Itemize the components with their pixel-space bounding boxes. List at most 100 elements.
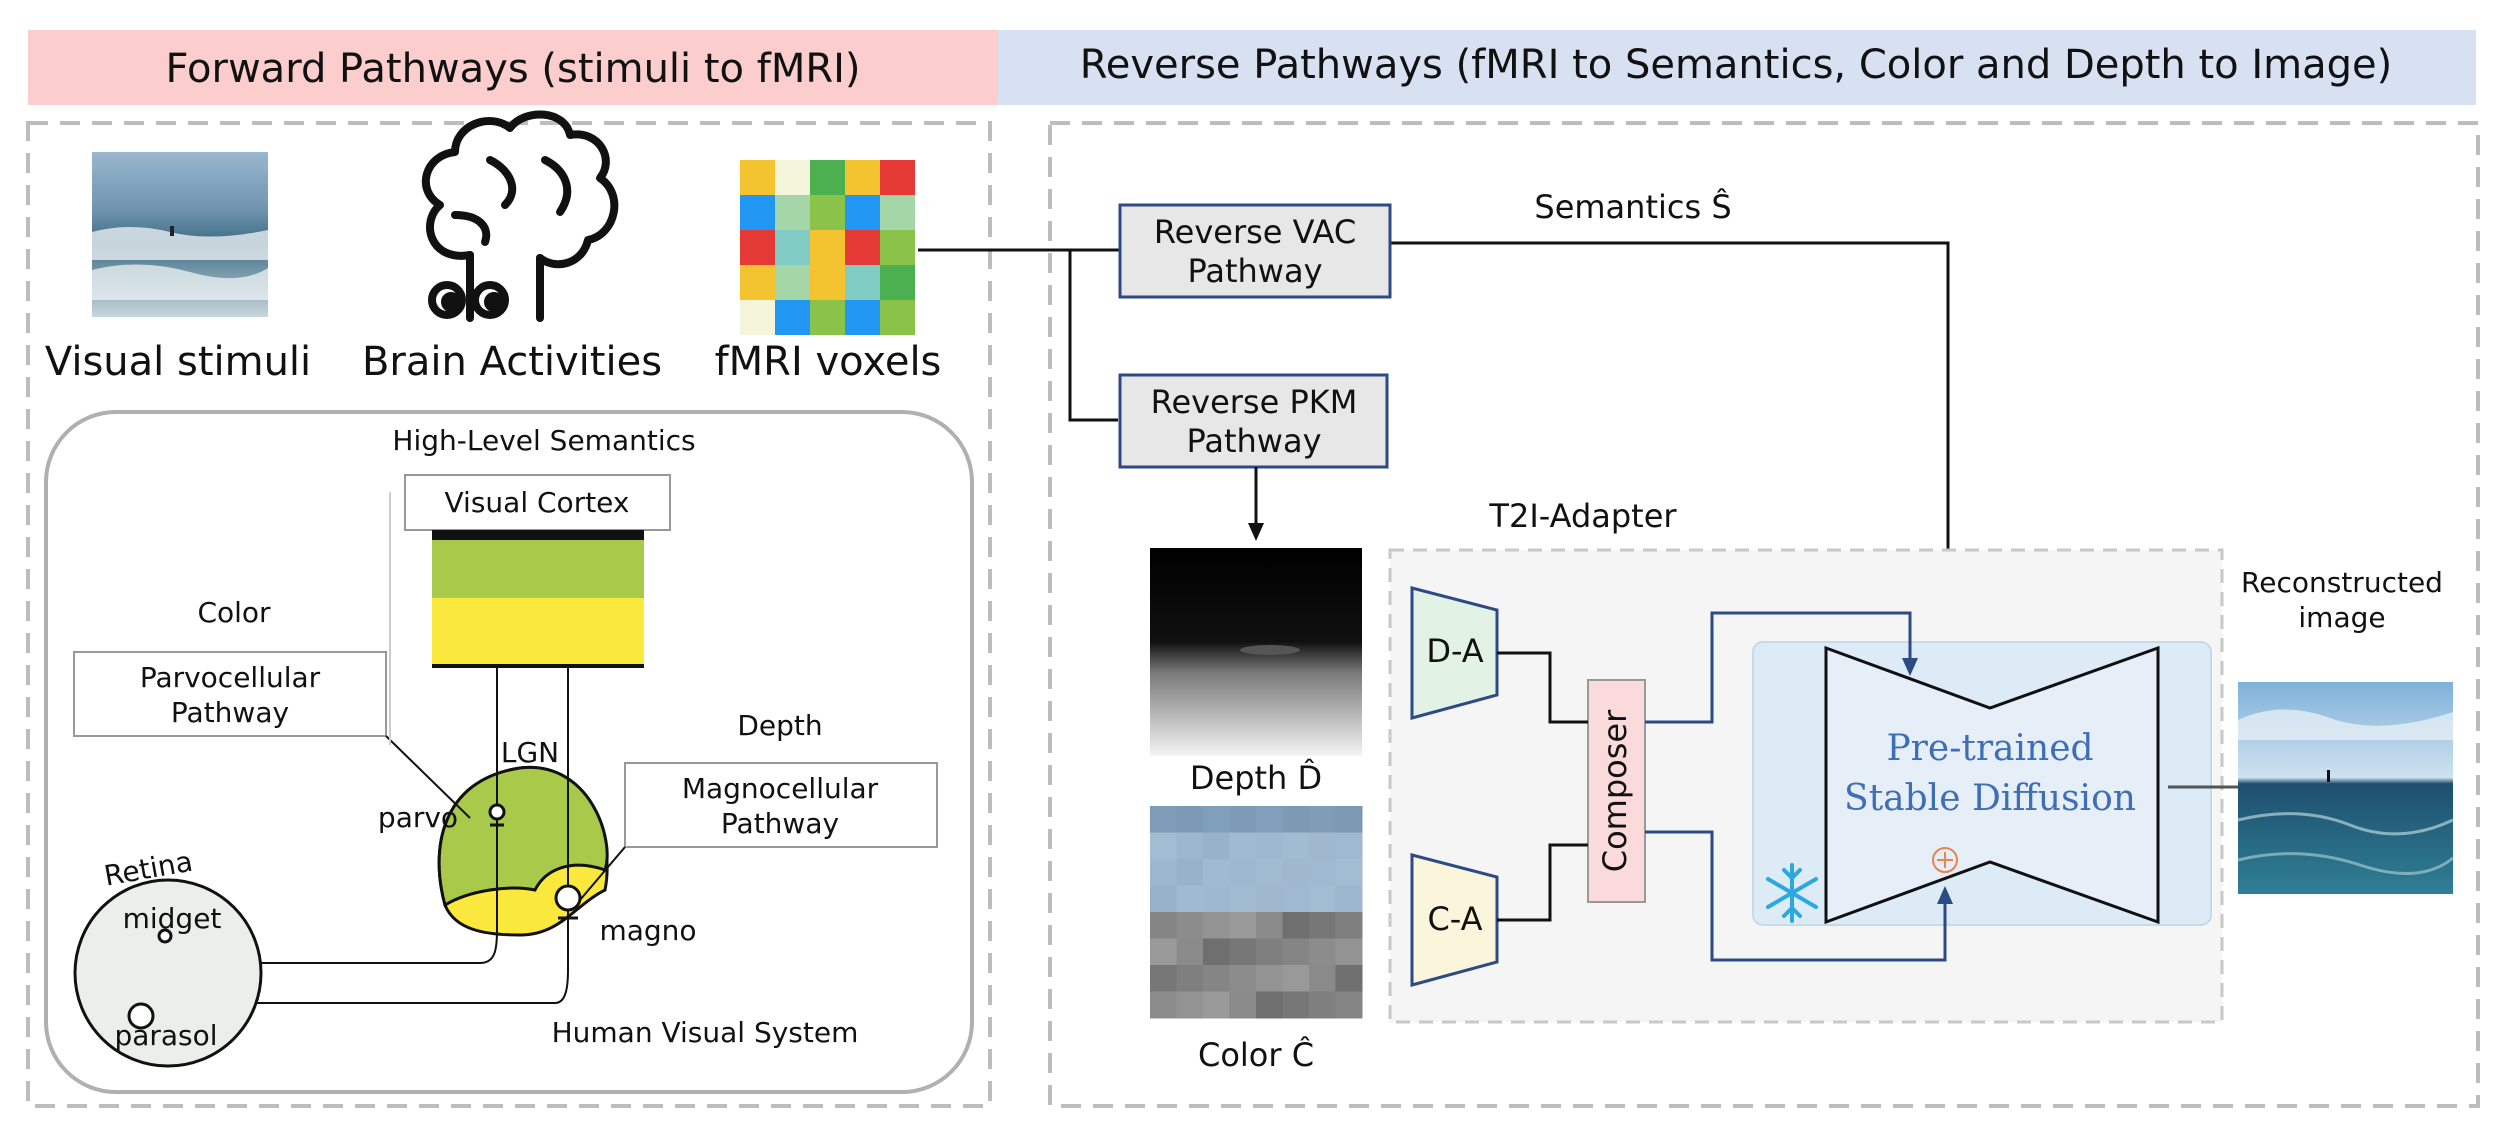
reverse-vac-box[interactable]	[1118, 203, 1392, 299]
reconstructed-image	[2237, 682, 2454, 894]
color-map-pixel	[1150, 912, 1177, 939]
fmri-voxel	[880, 160, 915, 195]
color-map-pixel	[1176, 991, 1204, 1019]
parasol-node	[127, 1002, 155, 1030]
brain-activities-label: Brain Activities	[362, 339, 662, 385]
composer-to-sd-connectors	[1645, 611, 1947, 962]
color-map-pixel	[1309, 965, 1336, 992]
color-map-pixel	[1203, 832, 1230, 860]
color-map-pixel	[1176, 859, 1204, 886]
forward-title: Forward Pathways (stimuli to fMRI)	[165, 46, 860, 92]
retina-circle	[73, 878, 263, 1068]
reverse-vac-line1: Reverse VAC	[1154, 213, 1356, 251]
color-map-pixel	[1150, 806, 1177, 833]
human-visual-system-label: Human Visual System	[552, 1016, 859, 1049]
color-map-pixel	[1176, 885, 1204, 913]
reverse-pkm-line1: Reverse PKM	[1151, 383, 1358, 421]
color-map-pixel	[1229, 991, 1257, 1019]
color-map-pixel	[1282, 806, 1310, 833]
color-map-pixel	[1203, 991, 1230, 1019]
depth-label: Depth	[737, 709, 822, 742]
stable-diffusion-line1: Pre-trained	[1886, 728, 2093, 769]
color-map-pixel	[1256, 885, 1283, 913]
color-map-pixel	[1282, 885, 1310, 913]
color-map-pixel	[1282, 832, 1310, 860]
reconstructed-line1: Reconstructed	[2241, 566, 2443, 599]
depth-adapter[interactable]	[1410, 586, 1499, 720]
fmri-voxel	[740, 265, 775, 300]
fmri-voxel	[845, 230, 880, 265]
visual-stimuli-image	[92, 152, 268, 317]
color-map-pixel	[1256, 912, 1283, 939]
fmri-voxel	[845, 265, 880, 300]
adapter-connectors	[1497, 651, 1588, 922]
color-map-pixel	[1335, 885, 1363, 913]
stable-diffusion-line2: Stable Diffusion	[1844, 778, 2136, 819]
color-map-pixel	[1256, 965, 1283, 992]
composer-box[interactable]	[1587, 679, 1646, 903]
color-map-pixel	[1335, 965, 1363, 992]
fmri-voxel	[775, 195, 810, 230]
reverse-pkm-line2: Pathway	[1186, 422, 1321, 460]
color-map-pixel	[1176, 912, 1204, 939]
fmri-voxel	[810, 265, 845, 300]
reverse-panel	[1048, 121, 2480, 1108]
fmri-voxel	[880, 230, 915, 265]
fmri-voxel	[740, 300, 775, 335]
color-map-pixel	[1203, 938, 1230, 966]
color-map-pixel	[1309, 832, 1336, 860]
reverse-header	[998, 30, 2476, 105]
forward-header	[28, 30, 998, 105]
fmri-voxel	[845, 300, 880, 335]
color-map-pixel	[1282, 991, 1310, 1019]
color-map-pixel	[1335, 938, 1363, 966]
midget-label: midget	[123, 902, 222, 935]
visual-cortex-box	[404, 474, 671, 531]
color-map-pixel	[1309, 885, 1336, 913]
color-map-pixel	[1256, 832, 1283, 860]
fmri-voxel	[740, 160, 775, 195]
lgn-shape	[437, 766, 609, 937]
high-level-semantics-label: High-Level Semantics	[392, 424, 695, 457]
fmri-voxel	[775, 300, 810, 335]
color-map-pixel	[1176, 938, 1204, 966]
reconstructed-line2: image	[2298, 601, 2385, 634]
visual-cortex-label: Visual Cortex	[445, 486, 630, 519]
color-map-pixel	[1150, 938, 1177, 966]
fmri-voxel	[775, 265, 810, 300]
fmri-voxels-grid	[740, 160, 915, 335]
color-map-pixel	[1229, 912, 1257, 939]
color-map-pixel	[1335, 991, 1363, 1019]
reverse-vac-line2: Pathway	[1187, 252, 1322, 290]
magno-pathway-line1: Magnocellular	[682, 772, 879, 805]
fmri-voxel	[880, 300, 915, 335]
color-map-label: Color Ĉ	[1198, 1035, 1314, 1074]
composer-arrowhead-bottom	[1937, 886, 1953, 904]
color-map-pixel	[1229, 859, 1257, 886]
color-map-pixel	[1309, 938, 1336, 966]
fmri-voxel	[810, 300, 845, 335]
snowflake-icon	[1766, 863, 1818, 923]
color-map-pixel	[1256, 938, 1283, 966]
fmri-voxel	[775, 160, 810, 195]
color-map-pixel	[1176, 832, 1204, 860]
visual-cortex-layers	[432, 530, 644, 668]
color-map-image	[1150, 806, 1363, 1019]
parvo-pathway-line2: Pathway	[171, 696, 289, 729]
color-map-pixel	[1335, 912, 1363, 939]
color-map-pixel	[1150, 859, 1177, 886]
color-map-pixel	[1176, 965, 1204, 992]
color-map-pixel	[1203, 859, 1230, 886]
color-adapter[interactable]	[1410, 853, 1499, 987]
color-map-pixel	[1229, 885, 1257, 913]
fmri-voxel	[740, 230, 775, 265]
semantics-label: Semantics Ŝ	[1534, 187, 1731, 226]
parvo-label: parvo	[378, 801, 458, 834]
color-map-pixel	[1309, 912, 1336, 939]
color-map-pixel	[1282, 859, 1310, 886]
fmri-voxel	[810, 160, 845, 195]
fmri-voxel	[810, 230, 845, 265]
reverse-pkm-box[interactable]	[1118, 373, 1389, 469]
color-map-pixel	[1150, 832, 1177, 860]
